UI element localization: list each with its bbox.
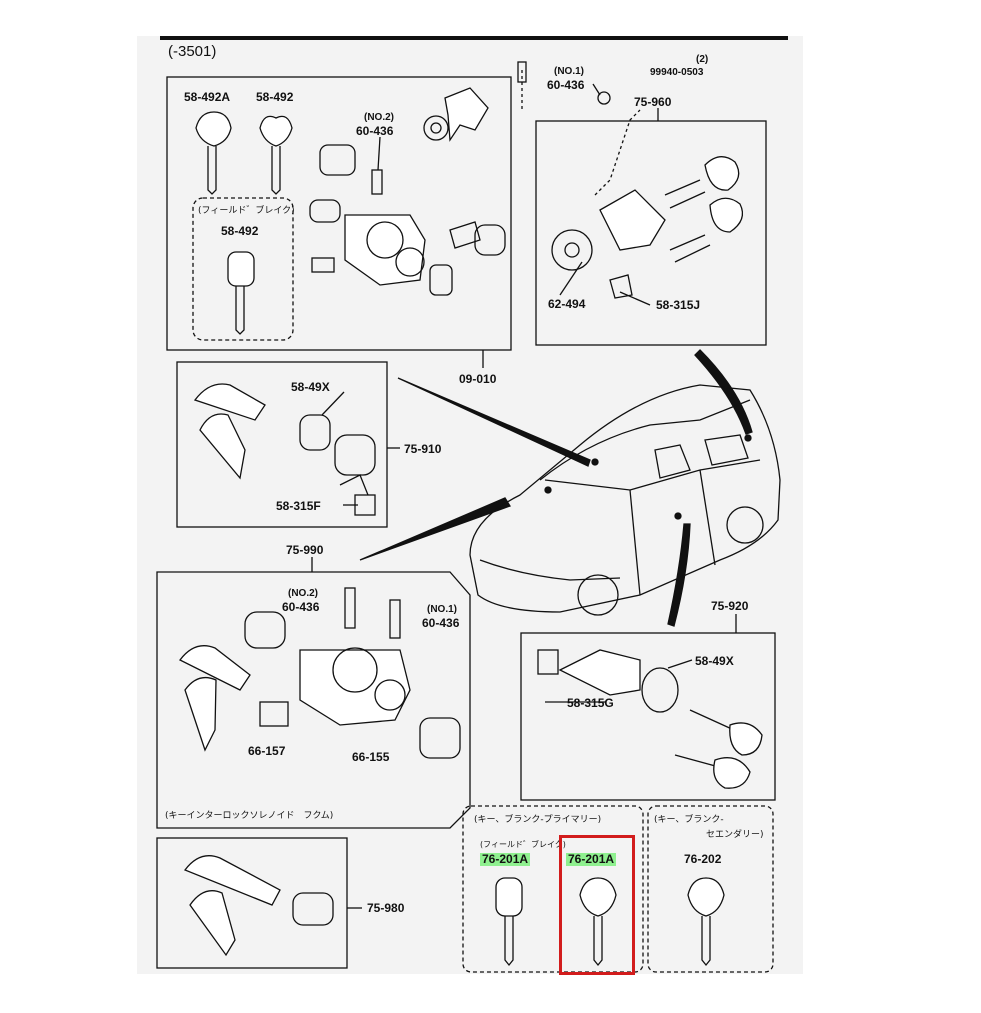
group3-frame xyxy=(176,361,388,528)
label-blank-secondary-title-1: (キー、ブランク- xyxy=(654,815,724,825)
label-set-75-960: 75-960 xyxy=(634,95,672,109)
label-blank-secondary-title-2: セエンダリー) xyxy=(706,830,764,840)
key-58-492-drawing xyxy=(259,115,293,195)
label-screw-no2-tag: (NO.2) xyxy=(364,112,394,123)
label-g4-screw-60-436-no2: 60-436 xyxy=(282,600,320,614)
selection-highlight-box xyxy=(559,835,635,975)
label-key-76-202: 76-202 xyxy=(684,852,722,866)
label-washer-62-494: 62-494 xyxy=(548,297,586,311)
label-key-76-201A: 76-201A xyxy=(566,852,617,866)
key-76-201A-drawing xyxy=(579,877,617,967)
set-75-990-drawing xyxy=(179,587,461,759)
screw-60-436-no1-head xyxy=(517,61,527,83)
leader-60-436-a xyxy=(377,136,381,171)
leader-58-315J xyxy=(619,291,651,306)
label-screw-no1-tag: (NO.1) xyxy=(554,66,584,77)
label-screw-60-436-no1: 60-436 xyxy=(547,78,585,92)
label-set-75-990: 75-990 xyxy=(286,543,324,557)
set-75-920-drawing xyxy=(537,649,763,789)
parts-diagram-sheet xyxy=(137,36,803,974)
pointer-wedge-3 xyxy=(694,349,753,435)
key-76-202-drawing xyxy=(687,877,725,967)
label-field-break-note: (フィールド゛ブレイク) xyxy=(198,206,295,216)
pointer-wedge-1 xyxy=(397,377,591,467)
key-76-201A-field-drawing xyxy=(495,877,523,967)
group4-frame xyxy=(156,571,471,829)
label-cylinder-58-49X-b: 58-49X xyxy=(695,654,734,668)
group5-frame xyxy=(520,632,776,801)
set-75-980-drawing xyxy=(183,855,334,957)
sheet-code: (-3501) xyxy=(168,43,217,60)
pointer-wedge-4 xyxy=(667,523,691,627)
group2-frame xyxy=(535,120,767,346)
label-set-75-910: 75-910 xyxy=(404,442,442,456)
label-g4-screw-60-436-no1: 60-436 xyxy=(422,616,460,630)
label-g4-screw-no2-tag: (NO.2) xyxy=(288,588,318,599)
blank-secondary-frame xyxy=(647,805,774,973)
group1-frame xyxy=(166,76,512,351)
label-bracket-58-315J: 58-315J xyxy=(656,298,701,312)
label-g4-screw-no1-tag: (NO.1) xyxy=(427,604,457,615)
label-key-58-492-field: 58-492 xyxy=(221,224,259,238)
label-key-76-201A-field: 76-201A xyxy=(480,852,531,866)
label-bracket-58-315F: 58-315F xyxy=(276,499,321,513)
label-set-75-920: 75-920 xyxy=(711,599,749,613)
label-interlock-note: (キーインターロックソレノイド フクム) xyxy=(165,811,334,821)
label-blank-primary-title: (キー、ブランク-プライマリー) xyxy=(474,815,602,825)
set-75-910-drawing xyxy=(193,383,376,516)
leader-58-49X-b xyxy=(667,659,693,669)
label-blank-field-break-note: (フィールド゛ブレイク) xyxy=(480,840,566,849)
label-assembly-09-010: 09-010 xyxy=(459,372,497,386)
field-break-frame xyxy=(192,197,294,341)
key-58-492A-drawing xyxy=(195,111,232,195)
label-part-66-155: 66-155 xyxy=(352,750,390,764)
leader-58-49X-a xyxy=(321,391,345,416)
label-key-58-492A: 58-492A xyxy=(184,90,231,104)
label-part-66-157: 66-157 xyxy=(248,744,286,758)
label-nut-qty: (2) xyxy=(696,54,709,65)
blank-primary-frame xyxy=(462,805,644,973)
assembly-09-010-drawing xyxy=(309,87,506,296)
group6-frame xyxy=(156,837,348,969)
pointer-wedge-2 xyxy=(359,497,511,561)
key-58-492-field-drawing xyxy=(227,251,255,335)
leader-nut xyxy=(592,83,601,96)
label-cylinder-58-49X-a: 58-49X xyxy=(291,380,330,394)
set-75-960-drawing xyxy=(551,91,744,299)
label-key-58-492: 58-492 xyxy=(256,90,294,104)
label-screw-60-436-no2: 60-436 xyxy=(356,124,394,138)
label-nut-99940-0503: 99940-0503 xyxy=(650,67,704,78)
car-illustration xyxy=(469,384,781,616)
label-bracket-58-315G: 58-315G xyxy=(567,696,614,710)
label-set-75-980: 75-980 xyxy=(367,901,405,915)
leader-62-494 xyxy=(559,261,583,296)
